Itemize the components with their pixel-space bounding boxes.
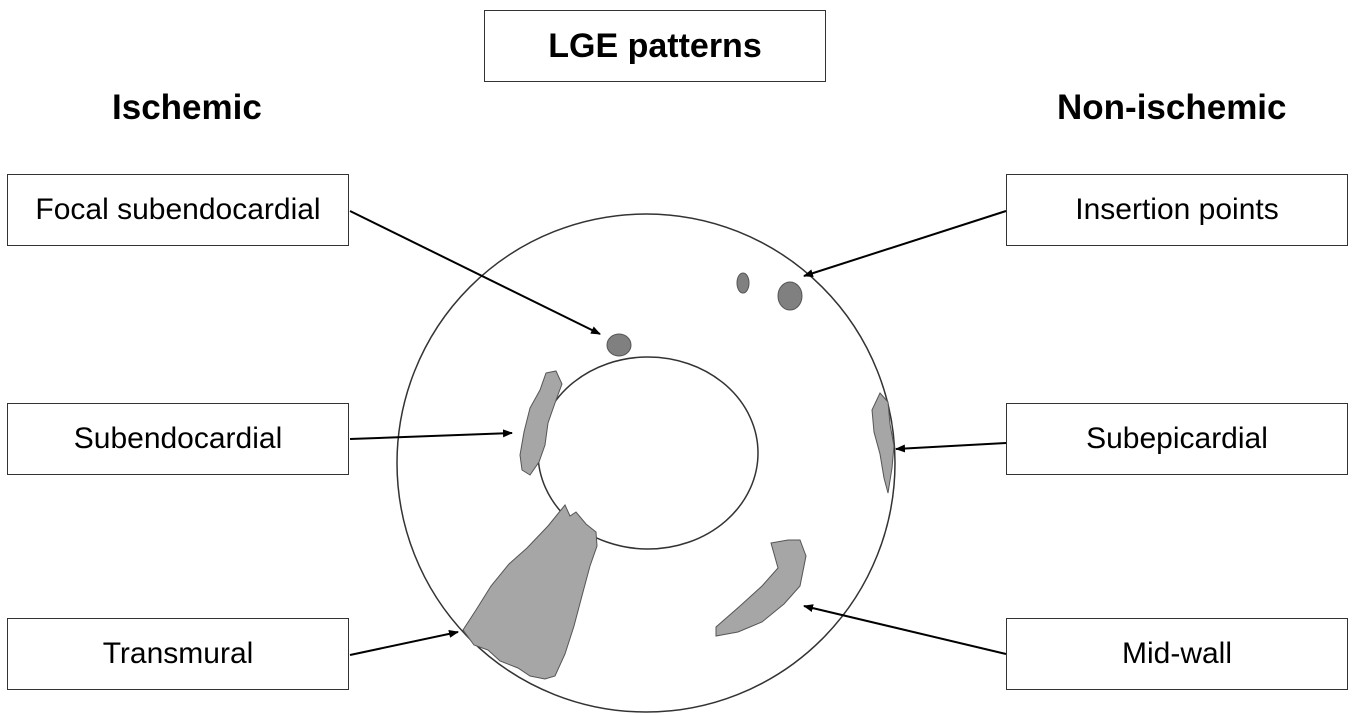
label-box-insertion-points: Insertion points — [1006, 174, 1348, 246]
label-subendocardial: Subendocardial — [73, 422, 283, 455]
insertion-point-lesion-small — [736, 272, 750, 294]
label-focal-subendocardial: Focal subendocardial — [35, 193, 321, 226]
mid-wall-lesion — [715, 539, 807, 637]
label-insertion-points: Insertion points — [1075, 193, 1279, 226]
arrow-transmural — [349, 629, 459, 656]
focal-subendocardial-lesion — [606, 333, 632, 357]
heading-non-ischemic: Non-ischemic — [1057, 88, 1287, 127]
diagram-title: LGE patterns — [548, 26, 762, 65]
label-box-subendocardial: Subendocardial — [7, 403, 349, 475]
title-box: LGE patterns — [484, 10, 826, 82]
transmural-lesion — [462, 504, 598, 680]
epicardial-outer-circle — [396, 213, 896, 713]
label-transmural: Transmural — [102, 637, 254, 670]
insertion-point-lesion-large — [777, 281, 803, 311]
arrow-subepicardial — [895, 442, 1007, 453]
label-box-subepicardial: Subepicardial — [1006, 403, 1348, 475]
subendocardial-lesion — [519, 370, 563, 476]
arrow-focal-subendocardial — [349, 210, 601, 335]
label-box-mid-wall: Mid-wall — [1006, 618, 1348, 690]
label-box-focal-subendocardial: Focal subendocardial — [7, 174, 349, 246]
label-mid-wall: Mid-wall — [1121, 637, 1232, 670]
arrow-insertion-points — [803, 210, 1007, 278]
label-subepicardial: Subepicardial — [1086, 422, 1268, 455]
arrow-mid-wall — [803, 604, 1007, 655]
label-box-transmural: Transmural — [7, 618, 349, 690]
subepicardial-lesion — [871, 392, 895, 494]
arrow-subendocardial — [349, 429, 513, 440]
heading-ischemic: Ischemic — [112, 88, 262, 127]
